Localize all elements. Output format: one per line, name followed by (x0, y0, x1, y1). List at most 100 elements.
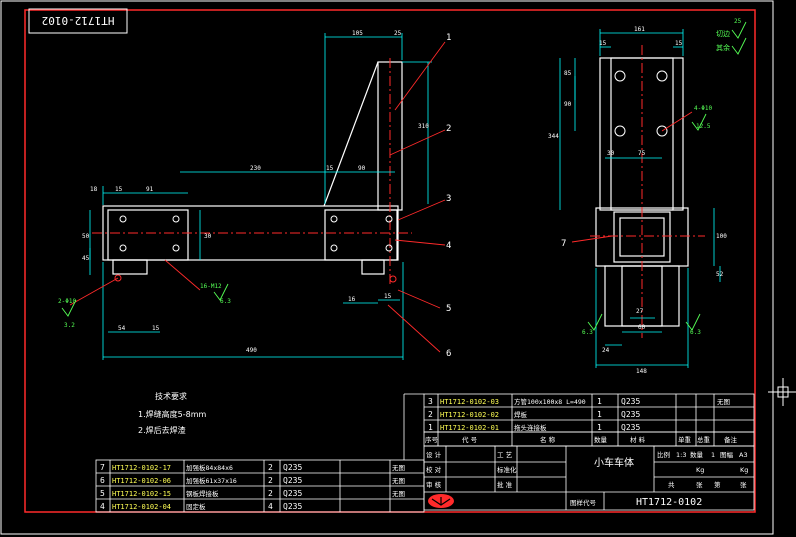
note-fillet-a: 3.2 (64, 322, 75, 329)
pu-mat-1: Q235 (621, 410, 640, 419)
side-dim-27: 27 (636, 308, 644, 315)
pu-name-1: 焊板 (514, 410, 528, 419)
dim-top-25: 25 (394, 30, 402, 37)
pl-no-2: 5 (100, 489, 105, 498)
pl-no-3: 4 (100, 502, 105, 511)
tech-line1: 1.焊缝高度5-8mm (138, 409, 206, 419)
pl-name-0: 加强板84x84x6 (186, 463, 233, 472)
side-dim-60: 60 (638, 324, 646, 331)
side-dim-161: 161 (634, 26, 645, 33)
note-holes-right: 16-M12 (200, 283, 222, 290)
pu-qty-1: 1 (597, 410, 602, 419)
tb-page: 第 (714, 480, 721, 489)
dim-left-91: 91 (146, 186, 154, 193)
pl-mat-1: Q235 (283, 476, 302, 485)
pl-name-1: 加强板61x37x16 (186, 476, 237, 485)
title-block-grid (423, 445, 755, 511)
dim-v-45: 45 (82, 255, 90, 262)
tb-code: HT1712-0102 (636, 497, 702, 508)
company-logo (428, 494, 454, 508)
pl-name-2: 钢板焊接板 (186, 489, 219, 498)
pu-code-0: HT1712-0102-03 (440, 398, 499, 406)
pu-qty-2: 1 (597, 423, 602, 432)
pl-mat-3: Q235 (283, 502, 302, 511)
tb-sheet-of: 张 (696, 480, 703, 489)
roughness-label-b: 其余 (716, 43, 730, 52)
hdr-c6: 单重 (678, 435, 692, 444)
side-dim-85: 85 (564, 70, 572, 77)
tb-qty-label: 数量 (690, 450, 704, 459)
tb-drawing-name: 小车车体 (594, 456, 634, 469)
pu-no-1: 2 (428, 410, 433, 419)
tb-weight2: Kg (740, 466, 748, 474)
leader-6: 6 (446, 349, 451, 359)
front-view (61, 33, 446, 360)
pl-code-3: HT1712-0102-04 (112, 503, 171, 511)
parts-lower-text: 7 HT1712-0102-17 加强板84x84x6 2 Q235 无图 6 … (100, 463, 405, 511)
parts-lower-grid (95, 459, 425, 513)
roughness-val: 25 (734, 18, 742, 25)
tb-scale-label: 比例 (657, 450, 670, 459)
pl-no-0: 7 (100, 463, 105, 472)
dim-v-30: 30 (204, 233, 212, 240)
hdr-c5: 材 料 (630, 435, 646, 444)
tb-design: 设 计 (426, 450, 442, 459)
header-text: 序号 代 号 名 称 数量 材 料 单重 总重 备注 (425, 435, 738, 444)
pl-qty-0: 2 (268, 463, 273, 472)
pl-qty-2: 2 (268, 489, 273, 498)
side-dim-30: 30 (607, 150, 615, 157)
dim-mid-90: 90 (358, 165, 366, 172)
dim-b-15b: 15 (384, 293, 392, 300)
tech-line2: 2.焊后去焊渣 (138, 425, 186, 435)
dim-top-105: 105 (352, 30, 363, 37)
side-note-holes: 4-Φ10 (694, 105, 712, 112)
side-dim-52: 52 (716, 271, 724, 278)
side-dim-344: 344 (548, 133, 559, 140)
note-fillet-b: 6.3 (220, 298, 231, 305)
outer-frame (0, 0, 774, 535)
side-dim-75: 75 (638, 150, 646, 157)
tb-review: 审 核 (426, 480, 442, 489)
dim-left-15: 15 (115, 186, 123, 193)
pl-no-1: 6 (100, 476, 105, 485)
leader-4: 4 (446, 241, 451, 251)
hdr-c2: 代 号 (462, 435, 478, 444)
pl-name-3: 固定板 (186, 502, 206, 511)
tech-heading: 技术要求 (155, 391, 187, 401)
pl-note-1: 无图 (392, 477, 405, 485)
pl-code-0: HT1712-0102-17 (112, 464, 171, 472)
side-dim-90: 90 (564, 101, 572, 108)
side-note-rough-b: 6.3 (690, 329, 701, 336)
hdr-c8: 备注 (724, 435, 738, 444)
leader-1: 1 (446, 33, 451, 43)
side-view (559, 29, 721, 368)
pu-note-0: 无图 (717, 398, 730, 406)
tb-process: 工 艺 (497, 451, 513, 459)
tb-approve: 批 准 (497, 480, 513, 489)
parts-upper-grid (423, 393, 755, 433)
pl-qty-1: 2 (268, 476, 273, 485)
leader-3: 3 (446, 194, 451, 204)
side-dim-15b: 15 (675, 40, 683, 47)
pl-note-2: 无图 (392, 490, 405, 498)
tb-code-label: 图样代号 (570, 498, 597, 507)
dim-b-16: 16 (348, 296, 356, 303)
dim-b-15: 15 (152, 325, 160, 332)
pl-code-1: HT1712-0102-06 (112, 477, 171, 485)
dim-vert-310: 310 (418, 123, 429, 130)
pu-code-1: HT1712-0102-02 (440, 411, 499, 419)
pl-note-0: 无图 (392, 464, 405, 472)
pl-mat-2: Q235 (283, 489, 302, 498)
pu-no-2: 1 (428, 423, 433, 432)
tb-size: A3 (739, 451, 748, 459)
tb-qty: 1 (711, 451, 715, 459)
pl-mat-0: Q235 (283, 463, 302, 472)
tb-check: 校 对 (426, 465, 442, 474)
side-dim-100: 100 (716, 233, 727, 240)
hdr-c4: 数量 (594, 435, 608, 444)
tb-standard: 标准化 (497, 465, 517, 474)
pl-qty-3: 4 (268, 502, 273, 511)
leader-2: 2 (446, 124, 451, 134)
leader-5: 5 (446, 304, 451, 314)
